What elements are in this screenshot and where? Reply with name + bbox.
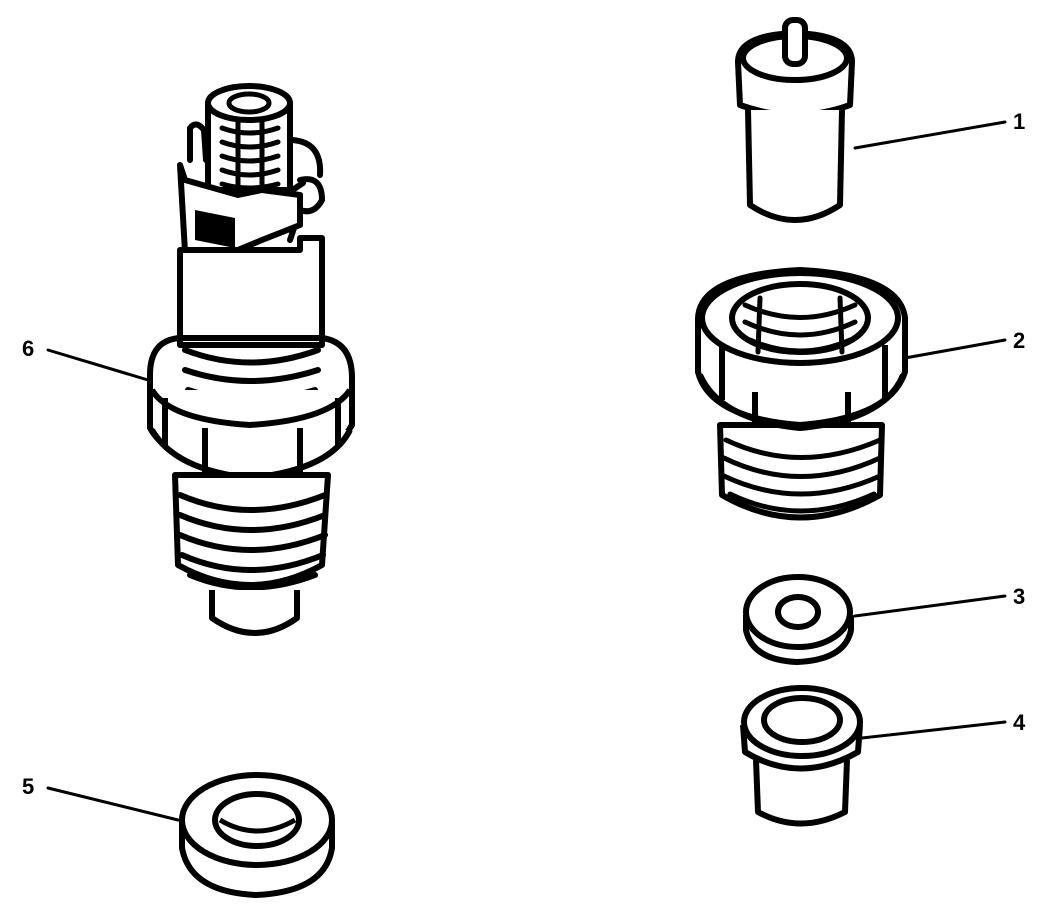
callout-number-3: 3 [1013, 584, 1026, 609]
leader-line-1 [853, 120, 1007, 150]
callout-number-1: 1 [1013, 109, 1026, 134]
nozzle-nut-illustration [695, 267, 908, 521]
leader-lines [46, 120, 1007, 822]
nozzle-sleeve-illustration [740, 685, 863, 827]
nozzle-illustration [735, 17, 855, 223]
callout-number-4: 4 [1013, 710, 1026, 735]
leader-line-4 [860, 720, 1007, 740]
leader-line-5 [46, 786, 180, 822]
seal-washer-illustration [179, 772, 335, 899]
leader-line-2 [903, 338, 1007, 360]
spacer-washer-illustration [743, 574, 854, 666]
leader-line-3 [853, 594, 1007, 618]
callout-number-2: 2 [1013, 328, 1026, 353]
callout-number-5: 5 [22, 774, 35, 799]
injector-body-illustration [147, 83, 355, 636]
leader-line-6 [46, 348, 150, 382]
callout-number-6: 6 [22, 336, 35, 361]
